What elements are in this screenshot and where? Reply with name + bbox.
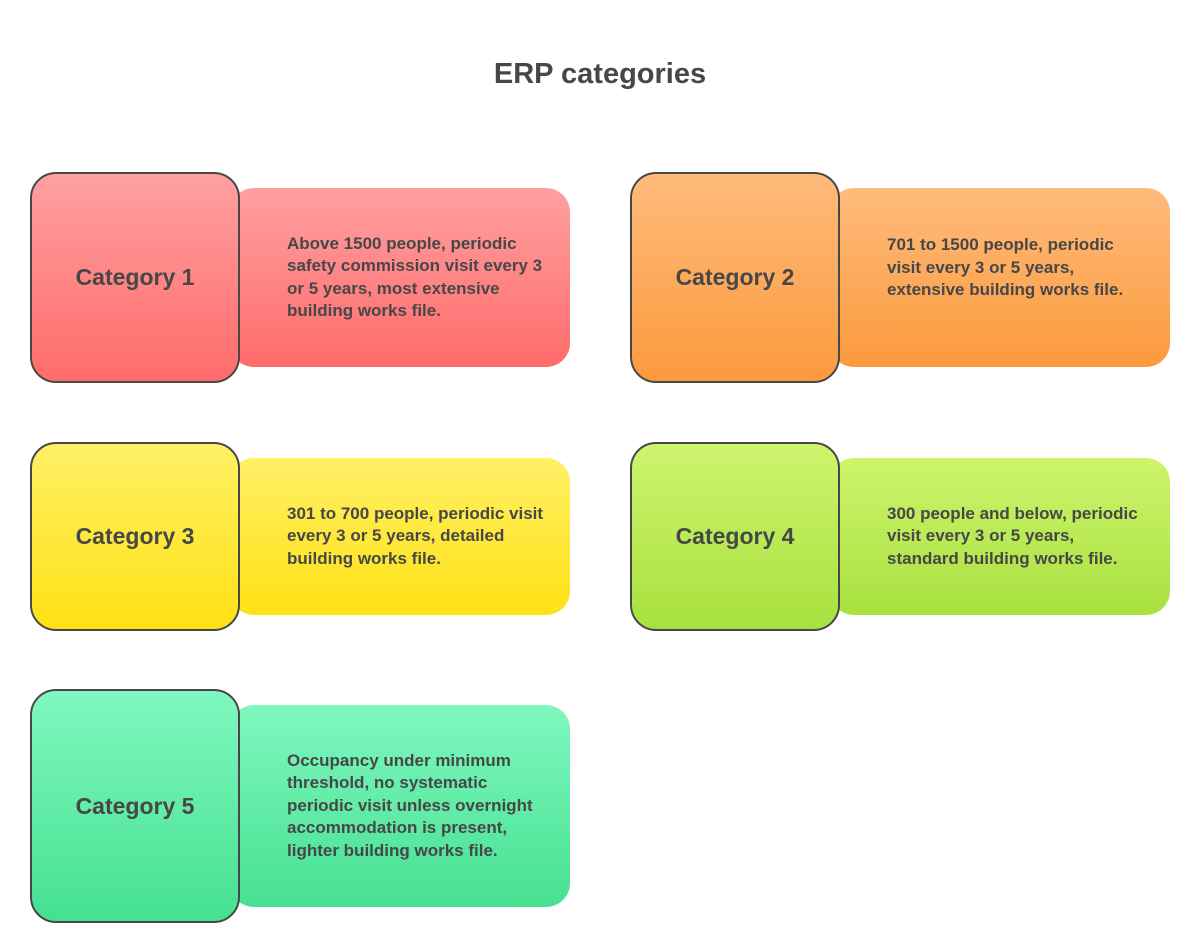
category-label-2: Category 2	[630, 172, 840, 383]
category-card-5: Occupancy under minimum threshold, no sy…	[30, 689, 570, 923]
category-card-2: 701 to 1500 people, periodic visit every…	[630, 172, 1170, 383]
category-label-3: Category 3	[30, 442, 240, 631]
category-card-1: Above 1500 people, periodic safety commi…	[30, 172, 570, 383]
category-description-5: Occupancy under minimum threshold, no sy…	[230, 705, 570, 907]
category-label-1: Category 1	[30, 172, 240, 383]
category-card-3: 301 to 700 people, periodic visit every …	[30, 442, 570, 631]
category-label-5: Category 5	[30, 689, 240, 923]
category-description-4: 300 people and below, periodic visit eve…	[830, 458, 1170, 615]
diagram-title: ERP categories	[493, 58, 707, 90]
category-card-4: 300 people and below, periodic visit eve…	[630, 442, 1170, 631]
category-description-2: 701 to 1500 people, periodic visit every…	[830, 188, 1170, 367]
category-description-3: 301 to 700 people, periodic visit every …	[230, 458, 570, 615]
category-label-4: Category 4	[630, 442, 840, 631]
category-description-1: Above 1500 people, periodic safety commi…	[230, 188, 570, 367]
